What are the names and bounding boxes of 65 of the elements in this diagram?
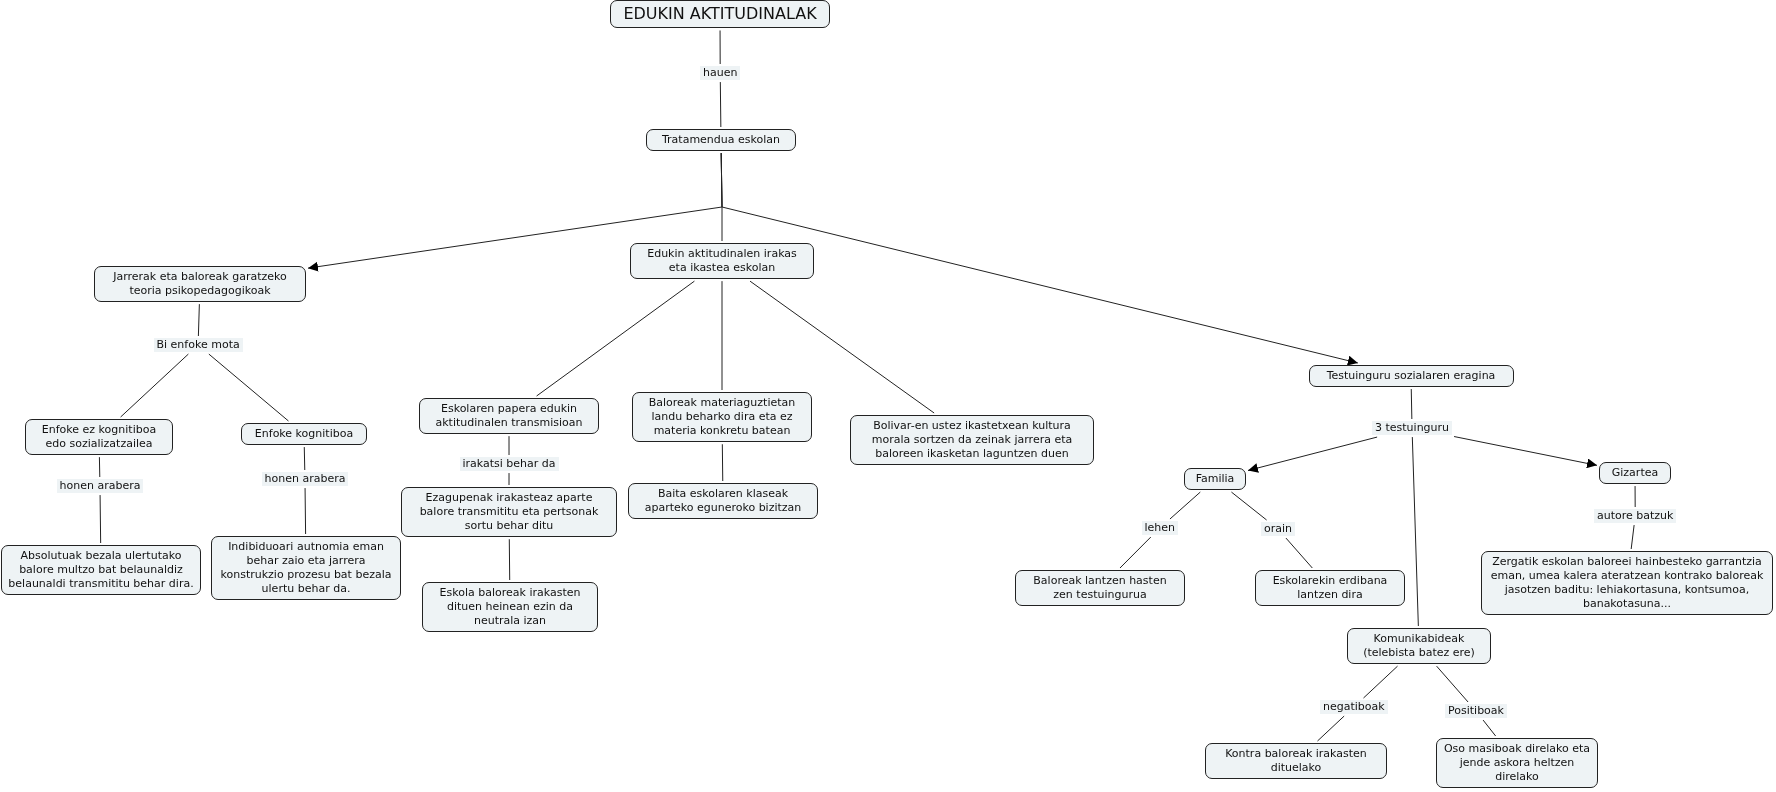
connector-line [1119, 536, 1152, 569]
concept-box: Testuinguru sozialaren eragina [1308, 365, 1514, 388]
connector-line [1230, 491, 1268, 521]
link-phrase: 3 testuinguru [1372, 421, 1453, 436]
link-phrase: lehen [1141, 521, 1179, 536]
arrow [1247, 436, 1378, 473]
concept-box: Indibiduoari autnomia eman behar zaio eta jarrera konstrukzio prozesu bat bezala ulertu behar da. [211, 536, 401, 601]
connector-line [98, 456, 101, 478]
concept-box: Eskola baloreak irakasten dituen heinean ezin da neutrala izan [422, 582, 598, 633]
connector-line [1411, 436, 1419, 627]
concept-box: Baloreak materiaguztietan landu beharko dira eta ez materia konkretu batean [632, 392, 812, 443]
connector-line [1410, 388, 1413, 420]
connector-line [208, 353, 289, 422]
connector-line [120, 353, 189, 418]
concept-box: Enfoke ez kognitiboa edo sozializatzailea [25, 419, 173, 456]
concept-box: Enfoke kognitiboa [241, 423, 367, 446]
concept-box: EDUKIN AKTITUDINALAK [610, 0, 830, 29]
concept-box: Baloreak lantzen hasten zen testuingurua [1015, 570, 1185, 607]
concept-box: Eskolaren papera edukin aktitudinalen transmisioan [419, 398, 599, 435]
connector-line [303, 446, 306, 471]
concept-box: Komunikabideak (telebista batez ere) [1347, 628, 1491, 665]
concept-box: Jarrerak eta baloreak garatzeko teoria psikopedagogikoak [94, 266, 306, 303]
connector-line [1630, 524, 1635, 550]
connector-line [719, 81, 722, 128]
concept-box: Gizartea [1599, 462, 1671, 485]
connector-line [1285, 537, 1313, 569]
connector-line [721, 443, 724, 482]
concept-box: Oso masiboak direlako eta jende askora heltzen direlako [1436, 738, 1598, 789]
connector-line [508, 435, 510, 456]
connector-line [749, 280, 935, 414]
connector-line [197, 303, 200, 337]
link-phrase: hauen [700, 66, 741, 81]
link-phrase: Positiboak [1445, 704, 1507, 719]
concept-box: Zergatik eskolan baloreei hainbesteko garrantzia eman, umea kalera ateratzean kontrako baloreak jasotzen baditu: lehiakortasuna, kontsumoa, banakotasuna... [1481, 551, 1773, 616]
link-phrase: Bi enfoke mota [153, 338, 243, 353]
connector-line [719, 29, 721, 65]
concept-box: Eskolarekin erdibana lantzen dira [1255, 570, 1405, 607]
link-phrase: honen arabera [56, 479, 144, 494]
concept-box: Familia [1184, 468, 1246, 491]
link-phrase: autore batzuk [1594, 509, 1677, 524]
connector-line [1634, 485, 1636, 508]
connector-line [99, 494, 102, 544]
connector-line [1482, 719, 1497, 737]
concept-box: Ezagupenak irakasteaz aparte balore transmititu eta pertsonak sortu behar ditu [401, 487, 617, 538]
connector-line [1169, 491, 1201, 520]
connector-line [508, 472, 510, 486]
concept-box: Edukin aktitudinalen irakas eta ikastea eskolan [630, 243, 814, 280]
concept-box: Baita eskolaren klaseak aparteko eguneroko bizitzan [628, 483, 818, 520]
connector-line [721, 280, 723, 391]
connector-line [304, 487, 307, 535]
connector-line [536, 280, 695, 397]
connector-line [1436, 665, 1469, 703]
arrow [720, 152, 1359, 366]
connector-line [508, 538, 511, 581]
concept-box: Bolivar-en ustez ikastetxean kultura morala sortzen da zeinak jarrera eta baloreen ikasketan laguntzen duen [850, 415, 1094, 466]
arrow [1453, 436, 1598, 469]
concept-box: Kontra baloreak irakasten dituelako [1205, 743, 1387, 780]
link-phrase: irakatsi behar da [459, 457, 559, 472]
connector-line [1317, 715, 1345, 742]
concept-box: Absolutuak bezala ulertutako balore multzo bat belaunaldiz belaunaldi transmititu behar dira. [1, 545, 201, 596]
link-phrase: orain [1261, 522, 1296, 537]
link-phrase: honen arabera [261, 472, 349, 487]
link-phrase: negatiboak [1320, 700, 1388, 715]
concept-box: Tratamendua eskolan [646, 129, 796, 152]
connector-line [1363, 665, 1399, 699]
